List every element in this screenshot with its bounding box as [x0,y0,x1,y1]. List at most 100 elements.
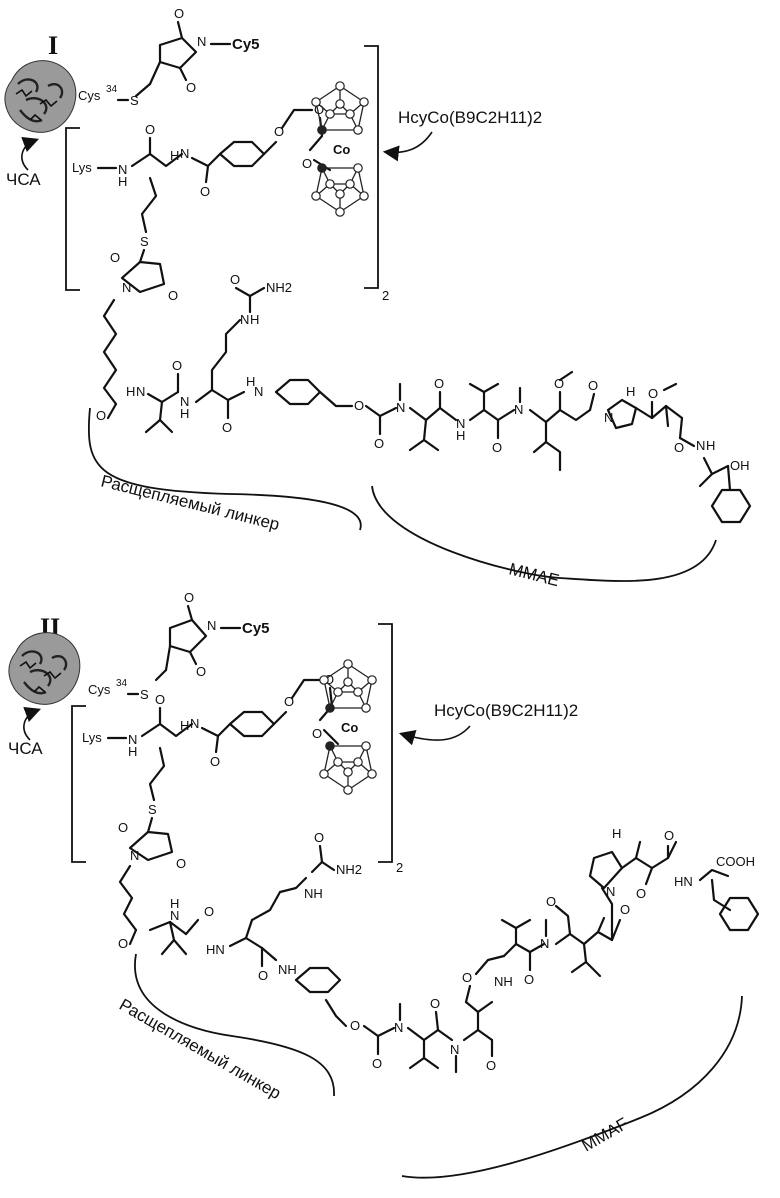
protein-icon [9,633,80,705]
svg-text:O: O [176,856,186,871]
panel-i: I ЧСА O O N Cy5 Cys 34 S 2 Lys [5,6,750,590]
svg-text:N: N [540,936,549,951]
hsa-label-ii: ЧСА [8,739,43,758]
svg-text:H: H [170,148,179,163]
svg-text:H: H [118,174,127,189]
svg-text:N: N [514,402,523,417]
svg-text:O: O [350,1018,360,1033]
svg-text:HN: HN [674,874,693,889]
svg-text:O: O [648,386,658,401]
svg-text:S: S [140,687,149,702]
svg-text:O: O [204,904,214,919]
svg-text:O: O [430,996,440,1011]
panel-i-label: I [48,31,58,60]
carrier-arrow-ii [24,710,38,740]
lys-label-ii: Lys [82,730,102,745]
maleimide-cy5-i: O O N Cy5 [136,6,260,96]
svg-text:H: H [180,406,189,421]
svg-text:N: N [136,384,145,399]
boron-cluster-label-i: HcyCo(B9C2H11)2 [398,108,542,127]
lys-label-i: Lys [72,160,92,175]
svg-text:O: O [314,830,324,845]
svg-text:N: N [240,312,249,327]
svg-text:S: S [130,93,139,108]
svg-text:O: O [636,886,646,901]
svg-text:OH: OH [730,458,750,473]
svg-text:O: O [186,80,196,95]
svg-text:O: O [302,156,312,171]
svg-text:N: N [170,908,179,923]
svg-text:H: H [126,384,135,399]
svg-text:34: 34 [116,678,128,689]
svg-text:N: N [130,848,139,863]
svg-text:N: N [696,438,705,453]
svg-text:N: N [254,384,263,399]
svg-text:N: N [190,716,199,731]
svg-text:N: N [450,1042,459,1057]
svg-text:NH2: NH2 [266,280,292,295]
svg-text:O: O [200,184,210,199]
svg-text:2: 2 [382,288,389,303]
bracket-right-ii [378,624,392,862]
linker-label-ii: Расщепляемый линкер [116,995,284,1103]
svg-text:O: O [118,820,128,835]
svg-text:O: O [222,420,232,435]
svg-text:O: O [110,250,120,265]
cys-label-i: Cys [78,88,101,103]
svg-text:S: S [140,234,149,249]
cys-label-ii: Cys [88,682,111,697]
svg-text:H: H [626,384,635,399]
linker-label-i: Расщепляемый линкер [99,471,281,534]
svg-text:O: O [372,1056,382,1071]
svg-text:O: O [174,6,184,21]
svg-text:O: O [620,902,630,917]
svg-text:O: O [155,692,165,707]
svg-text:Co: Co [333,142,350,157]
panel-ii: II ЧСА O O N Cy5 Cys 34 S 2 Lys N H [8,590,758,1178]
svg-text:H: H [456,428,465,443]
svg-text:O: O [588,378,598,393]
boron-cluster-label-ii: HcyCo(B9C2H11)2 [434,701,578,720]
hsa-label-i: ЧСА [6,170,41,189]
svg-text:O: O [492,440,502,455]
payload-label-ii: MMAF [579,1114,632,1155]
svg-text:O: O [374,436,384,451]
cluster-arrow-i [386,132,432,152]
svg-text:H: H [128,744,137,759]
svg-text:O: O [462,970,472,985]
bracket-right-i [364,46,378,288]
svg-text:O: O [118,936,128,951]
svg-text:NH2: NH2 [336,862,362,877]
cobalt-cluster-ii: Co [320,660,376,794]
svg-text:O: O [546,894,556,909]
svg-text:O: O [230,272,240,287]
svg-text:COOH: COOH [716,854,755,869]
svg-text:O: O [196,664,206,679]
svg-text:O: O [210,754,220,769]
svg-text:H: H [612,826,621,841]
cobalt-cluster-i: Co [312,82,368,216]
svg-text:O: O [168,288,178,303]
svg-text:O: O [674,440,684,455]
svg-text:N: N [396,400,405,415]
svg-text:2: 2 [396,860,403,875]
maleimide-cy5-ii: O O N Cy5 [156,590,270,680]
svg-text:S: S [148,802,157,817]
svg-text:O: O [258,968,268,983]
svg-text:O: O [664,828,674,843]
svg-text:34: 34 [106,84,118,95]
cluster-arrow-ii [402,726,470,740]
svg-text:O: O [96,408,106,423]
svg-text:O: O [524,972,534,987]
carrier-arrow-i [22,140,36,170]
svg-text:HN: HN [206,942,225,957]
svg-text:O: O [486,1058,496,1073]
svg-text:H: H [250,312,259,327]
svg-text:O: O [145,122,155,137]
payload-brace-ii [402,996,742,1178]
svg-text:O: O [434,376,444,391]
bracket-left-i [66,128,80,290]
cy5-label-i: Cy5 [232,36,260,53]
svg-text:O: O [184,590,194,605]
